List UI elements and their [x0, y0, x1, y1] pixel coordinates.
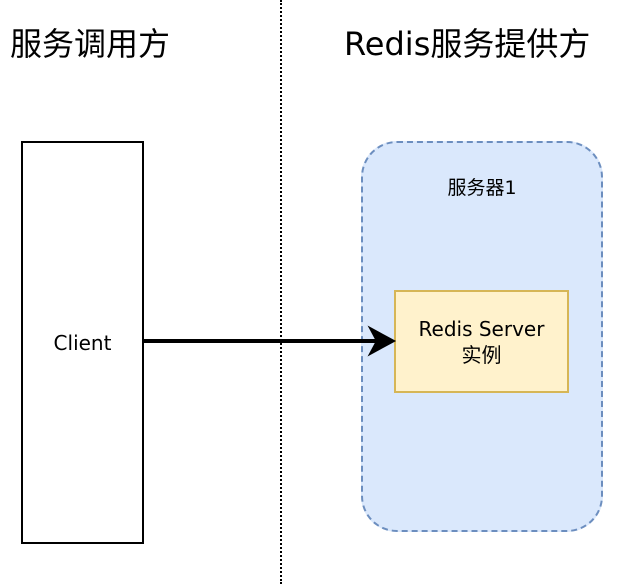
client-node[interactable]: Client — [21, 141, 144, 544]
server-group-label: 服务器1 — [447, 177, 517, 199]
redis-server-instance-node[interactable]: Redis Server 实例 — [394, 290, 569, 393]
caller-column-title: 服务调用方 — [10, 25, 171, 63]
arrow-head-icon — [367, 325, 397, 357]
column-divider — [280, 0, 282, 584]
redis-instance-label: 实例 — [461, 342, 502, 367]
client-label: Client — [53, 330, 112, 355]
redis-server-label: Redis Server — [418, 316, 545, 341]
provider-column-title: Redis服务提供方 — [344, 25, 591, 63]
